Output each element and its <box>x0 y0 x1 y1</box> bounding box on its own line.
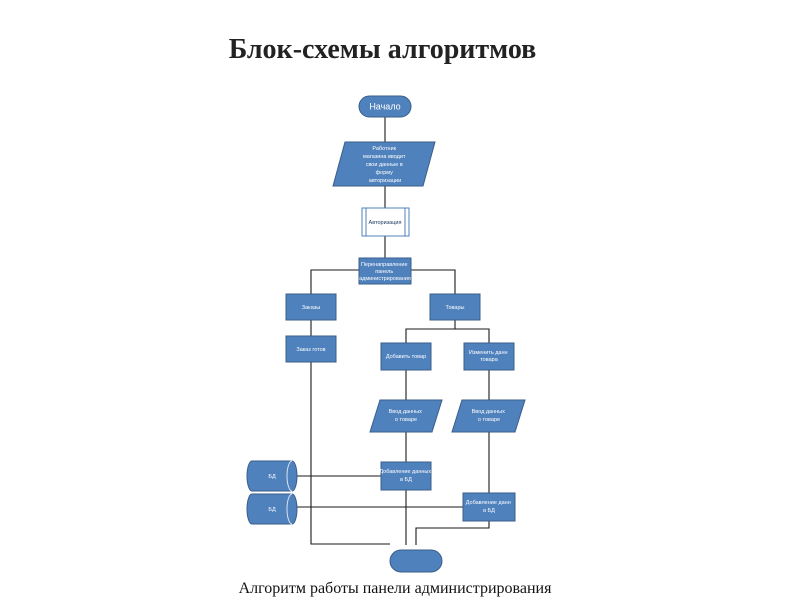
node-start-label: Начало <box>369 102 400 112</box>
node-orders: Заказы <box>285 293 337 321</box>
node-db-2-label: БД <box>268 507 276 513</box>
node-edit-item: Изменить данн товара <box>463 342 515 371</box>
node-add-to-db-1: Добавление данных в БД <box>379 461 432 491</box>
node-goods: Товары <box>429 293 481 321</box>
flowchart-edges <box>297 117 490 545</box>
edge-orders-end <box>310 362 390 545</box>
node-input-item-2: Ввод данных о товаре <box>451 399 526 433</box>
node-admin-panel-label: Перенаправление панель администрирования <box>359 262 411 282</box>
node-edit-item-label: Изменить данн товара <box>469 350 509 363</box>
node-add-item-label: Добавить товар <box>386 354 426 360</box>
node-orders-list-label: Заказ готов <box>296 347 325 353</box>
node-add-to-db-2: Добавление данн в БД <box>462 492 516 522</box>
node-add-to-db-2-label: Добавление данн в БД <box>466 500 513 514</box>
node-input-item-2-label: Ввод данных о товаре <box>472 409 507 423</box>
node-add-to-db-1-label: Добавление данных в БД <box>379 469 432 483</box>
node-input-auth-label: Работник магазина вводит свои данные в ф… <box>363 146 407 184</box>
node-db-1: БД <box>246 460 298 492</box>
node-authorization: Авторизация <box>361 207 410 237</box>
node-end <box>389 549 443 573</box>
node-orders-list: Заказ готов <box>285 335 337 363</box>
diagram-caption: Алгоритм работы панели администрирования <box>238 580 552 597</box>
edge-goods-edit <box>455 328 490 343</box>
node-add-item: Добавить товар <box>380 342 432 371</box>
node-db-2: БД <box>246 493 298 525</box>
node-db-1-label: БД <box>268 474 276 480</box>
node-start: Начало <box>358 95 412 118</box>
edge-goods-add <box>405 320 456 343</box>
node-goods-label: Товары <box>446 305 465 311</box>
node-orders-label: Заказы <box>302 305 320 311</box>
page-title: Блок-схемы алгоритмов <box>228 34 537 65</box>
node-input-item-1: Ввод данных о товаре <box>369 399 443 433</box>
node-admin-panel: Перенаправление панель администрирования <box>358 257 412 285</box>
node-authorization-label: Авторизация <box>369 220 402 226</box>
edge-db2-end <box>415 521 490 545</box>
node-input-auth: Работник магазина вводит свои данные в ф… <box>332 141 436 187</box>
node-input-item-1-label: Ввод данных о товаре <box>389 409 424 423</box>
